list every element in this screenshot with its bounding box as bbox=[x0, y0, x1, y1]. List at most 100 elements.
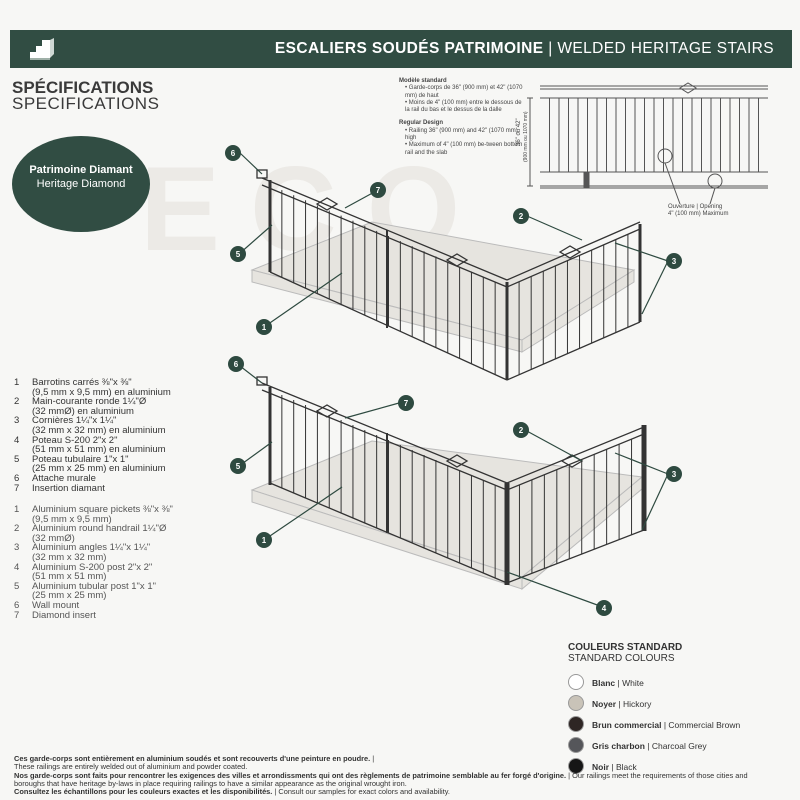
colour-name-fr: Noir bbox=[592, 762, 609, 772]
footer-line4-en: | Consult our samples for exact colors a… bbox=[274, 787, 450, 797]
part-description: Insertion diamant bbox=[32, 482, 105, 494]
header-separator: | bbox=[548, 40, 553, 57]
callout-number: 1 bbox=[262, 536, 267, 545]
notes-heading-fr: Modèle standard bbox=[399, 78, 447, 84]
callout-5 bbox=[230, 458, 246, 474]
part-number: 3 bbox=[14, 415, 20, 427]
callout-number: 1 bbox=[262, 323, 267, 332]
colour-name-en: Hickory bbox=[623, 699, 652, 709]
callout-number: 4 bbox=[602, 604, 607, 613]
part-item: 6 Attache murale bbox=[14, 474, 171, 484]
callout-3 bbox=[666, 253, 682, 269]
part-description: (32 mmØ) en aluminium bbox=[32, 405, 134, 417]
part-description: (9,5 mm x 9,5 mm) en aluminium bbox=[32, 386, 171, 398]
colour-label: Brun commercial | Commercial Brown bbox=[592, 720, 740, 730]
badge-label-en: Heritage Diamond bbox=[36, 178, 126, 190]
colour-name-en: Charcoal Grey bbox=[651, 741, 707, 751]
part-number: 7 bbox=[14, 482, 20, 494]
part-number: 4 bbox=[14, 434, 20, 446]
part-description: (25 mm x 25 mm) en aluminium bbox=[32, 463, 166, 475]
notes-item: Railing 36" (900 mm) and 42" (1070 mm) h… bbox=[405, 128, 527, 143]
elevation-drawing: 36" ou 42" (900 mm ou 1070 mm) Ouverture… bbox=[516, 82, 768, 217]
footer-line2-en: These railings are entirely welded out o… bbox=[14, 762, 248, 772]
part-description: Wall mount bbox=[32, 599, 80, 611]
part-number: 1 bbox=[14, 504, 20, 515]
colour-label: Blanc | White bbox=[592, 678, 644, 688]
colour-swatch bbox=[568, 674, 584, 690]
part-item: 6 Wall mount bbox=[14, 601, 173, 611]
callout-5 bbox=[230, 246, 246, 262]
callout-6 bbox=[228, 356, 244, 372]
colour-swatch bbox=[568, 695, 584, 711]
header-title-en: WELDED HERITAGE STAIRS bbox=[557, 40, 774, 57]
footer-line4-fr: Consultez les échantillons pour les coul… bbox=[14, 787, 273, 797]
part-number: 7 bbox=[14, 609, 20, 621]
railing-illustration-2 bbox=[250, 376, 647, 591]
opening-label-mm: 4" (100 mm) Maximum bbox=[668, 211, 728, 217]
callout-7 bbox=[370, 182, 386, 198]
part-description: Poteau S-200 2"x 2" bbox=[32, 434, 118, 446]
callout-1 bbox=[256, 532, 272, 548]
design-notes: Modèle standard Garde-corps de 36" (900 … bbox=[399, 78, 527, 157]
callout-4 bbox=[596, 600, 612, 616]
footer-line3-en: | Our railings meet the requirements of … bbox=[14, 770, 748, 788]
callout-number: 6 bbox=[234, 360, 239, 369]
part-description: Attache murale bbox=[32, 472, 96, 484]
header-title-fr: ESCALIERS SOUDÉS PATRIMOINE bbox=[274, 40, 544, 57]
part-description: Aluminium square pickets ⅜"x ⅜" bbox=[32, 504, 173, 515]
part-number: 6 bbox=[14, 472, 20, 484]
part-description: (51 mm x 51 mm) bbox=[32, 571, 107, 583]
colour-separator: | bbox=[661, 720, 669, 730]
railing-illustration-1 bbox=[250, 169, 642, 381]
part-description: (9,5 mm x 9,5 mm) bbox=[32, 513, 112, 525]
colours-title-en: STANDARD COLOURS bbox=[568, 653, 675, 664]
part-description: Main-courante ronde 1¼"Ø bbox=[32, 396, 147, 408]
part-number: 5 bbox=[14, 453, 20, 465]
callout-2 bbox=[513, 422, 529, 438]
part-description: Cornières 1¼"x 1¼" bbox=[32, 415, 117, 427]
colour-name-fr: Blanc bbox=[592, 678, 616, 688]
part-description: (32 mmØ) bbox=[32, 532, 75, 544]
height-label-mm: (900 mm ou 1070 mm) bbox=[523, 111, 529, 162]
callout-number: 2 bbox=[519, 212, 524, 221]
footer-notes: Ces garde-corps sont entièrement en alum… bbox=[14, 754, 774, 797]
callout-number: 2 bbox=[519, 426, 524, 435]
callout-number: 3 bbox=[672, 470, 677, 479]
colour-name-en: Black bbox=[615, 762, 637, 772]
header-title: ESCALIERS SOUDÉS PATRIMOINE | WELDED HER… bbox=[275, 40, 774, 58]
callout-number: 7 bbox=[376, 186, 381, 195]
part-number: 6 bbox=[14, 599, 20, 611]
part-description: (32 mm x 32 mm) en aluminium bbox=[32, 424, 166, 436]
callout-2 bbox=[513, 208, 529, 224]
callout-number: 5 bbox=[236, 250, 241, 259]
notes-item: Moins de 4" (100 mm) entre le dessous de… bbox=[405, 100, 527, 115]
model-badge: Patrimoine Diamant Heritage Diamond bbox=[12, 136, 150, 232]
colour-separator: | bbox=[609, 762, 616, 772]
height-label: 36" ou 42" bbox=[516, 118, 522, 146]
callout-1 bbox=[256, 319, 272, 335]
colour-label: Noyer | Hickory bbox=[592, 699, 651, 709]
colour-label: Noir | Black bbox=[592, 762, 637, 772]
part-description: Barrotins carrés ⅜"x ⅜" bbox=[32, 377, 132, 388]
part-number: 3 bbox=[14, 542, 20, 554]
callout-number: 6 bbox=[231, 149, 236, 158]
notes-item: Garde-corps de 36" (900 mm) et 42" (1070… bbox=[405, 85, 527, 100]
part-number: 2 bbox=[14, 523, 20, 535]
callout-number: 7 bbox=[404, 399, 409, 408]
part-number: 4 bbox=[14, 561, 20, 573]
colour-swatch bbox=[568, 737, 584, 753]
callout-6 bbox=[225, 145, 241, 161]
colours-title-fr: COULEURS STANDARD bbox=[568, 642, 683, 653]
parts-list-en: 1 Aluminium square pickets ⅜"x ⅜"(9,5 mm … bbox=[14, 505, 173, 620]
footer-line3-fr: Nos garde-corps sont faits pour rencontr… bbox=[14, 770, 567, 780]
part-description: Aluminium tubular post 1"x 1" bbox=[32, 580, 156, 592]
notes-item: Maximum of 4" (100 mm) be-tween bottom r… bbox=[405, 142, 527, 157]
standard-colours: COULEURS STANDARD STANDARD COLOURS Blanc… bbox=[568, 642, 740, 774]
